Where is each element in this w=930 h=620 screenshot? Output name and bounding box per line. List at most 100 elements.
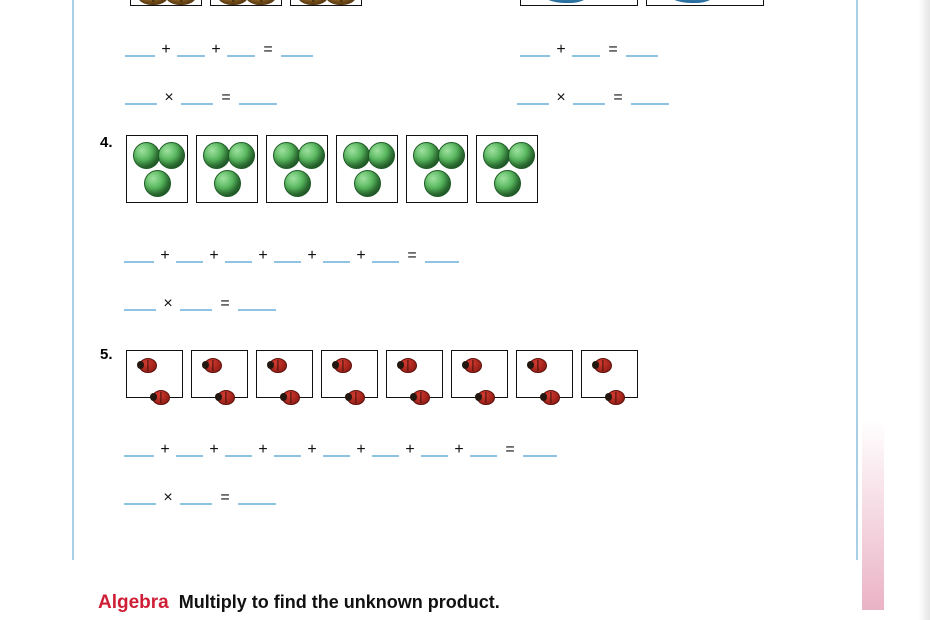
group-box xyxy=(196,135,258,203)
times-sign: × xyxy=(163,295,173,312)
plus-sign: + xyxy=(405,441,415,458)
addend-blank[interactable] xyxy=(421,440,448,457)
factor-blank[interactable] xyxy=(573,88,605,105)
equals-sign: = xyxy=(407,247,417,264)
beetle-icon xyxy=(217,0,249,5)
plus-sign: + xyxy=(307,441,317,458)
addend-blank[interactable] xyxy=(520,40,550,57)
sum-blank[interactable] xyxy=(425,246,459,263)
equals-sign: = xyxy=(221,89,231,106)
factor-blank[interactable] xyxy=(180,488,212,505)
green-ball-icon xyxy=(508,142,535,169)
group-box xyxy=(406,135,468,203)
plus-sign: + xyxy=(556,41,566,58)
group-box xyxy=(126,135,188,203)
plus-sign: + xyxy=(160,441,170,458)
problem-3-right-groups xyxy=(520,0,772,6)
addend-blank[interactable] xyxy=(323,246,350,263)
ladybug-icon xyxy=(280,390,300,405)
group-box xyxy=(581,350,638,405)
problem-2-addition-row: + + = xyxy=(125,40,313,58)
addend-blank[interactable] xyxy=(372,440,399,457)
addend-blank[interactable] xyxy=(274,440,301,457)
problem-4-multiplication-row: × = xyxy=(124,294,276,312)
problem-2-multiplication-row: × = xyxy=(125,88,277,106)
algebra-label: Algebra xyxy=(98,592,169,613)
factor-blank[interactable] xyxy=(125,88,157,105)
plus-sign: + xyxy=(356,441,366,458)
times-sign: × xyxy=(164,89,174,106)
ladybug-icon xyxy=(605,390,625,405)
ladybug-icon xyxy=(332,358,352,373)
green-ball-icon xyxy=(203,142,230,169)
factor-blank[interactable] xyxy=(517,88,549,105)
green-ball-icon xyxy=(133,142,160,169)
addend-blank[interactable] xyxy=(572,40,600,57)
addend-blank[interactable] xyxy=(470,440,497,457)
problem-4-groups xyxy=(126,135,546,203)
green-ball-icon xyxy=(438,142,465,169)
ladybug-icon xyxy=(345,390,365,405)
group-box xyxy=(520,0,638,6)
plus-sign: + xyxy=(307,247,317,264)
sum-blank[interactable] xyxy=(523,440,557,457)
green-ball-icon xyxy=(483,142,510,169)
sum-blank[interactable] xyxy=(626,40,658,57)
addend-blank[interactable] xyxy=(225,246,252,263)
plus-sign: + xyxy=(161,41,171,58)
ladybug-icon xyxy=(540,390,560,405)
addend-blank[interactable] xyxy=(176,440,203,457)
addend-blank[interactable] xyxy=(124,440,154,457)
ladybug-icon xyxy=(592,358,612,373)
equals-sign: = xyxy=(613,89,623,106)
factor-blank[interactable] xyxy=(124,488,156,505)
group-box xyxy=(210,0,282,6)
equals-sign: = xyxy=(608,41,618,58)
page-bottom-area xyxy=(0,560,930,620)
plus-sign: + xyxy=(211,41,221,58)
problem-5: 5. xyxy=(0,340,930,520)
addend-blank[interactable] xyxy=(124,246,154,263)
green-ball-icon xyxy=(354,170,381,197)
factor-blank[interactable] xyxy=(180,294,212,311)
beetle-icon xyxy=(325,0,357,5)
problem-number: 4. xyxy=(100,134,113,151)
problem-3-addition-row: + = xyxy=(520,40,658,58)
green-ball-icon xyxy=(413,142,440,169)
product-blank[interactable] xyxy=(631,88,669,105)
addend-blank[interactable] xyxy=(323,440,350,457)
product-blank[interactable] xyxy=(239,88,277,105)
ladybug-icon xyxy=(215,390,235,405)
addend-blank[interactable] xyxy=(177,40,205,57)
sum-blank[interactable] xyxy=(281,40,313,57)
group-box xyxy=(256,350,313,405)
problem-5-addition-row: + + + + + + + = xyxy=(124,440,557,458)
addend-blank[interactable] xyxy=(227,40,255,57)
product-blank[interactable] xyxy=(238,294,276,311)
group-box xyxy=(191,350,248,405)
addend-blank[interactable] xyxy=(176,246,203,263)
page-left-margin-rule xyxy=(72,0,74,560)
addend-blank[interactable] xyxy=(125,40,155,57)
factor-blank[interactable] xyxy=(181,88,213,105)
addend-blank[interactable] xyxy=(274,246,301,263)
ladybug-icon xyxy=(202,358,222,373)
factor-blank[interactable] xyxy=(124,294,156,311)
green-ball-icon xyxy=(228,142,255,169)
group-box xyxy=(321,350,378,405)
times-sign: × xyxy=(556,89,566,106)
ladybug-icon xyxy=(527,358,547,373)
problem-4: 4. xyxy=(0,128,930,318)
problem-5-groups xyxy=(126,350,646,405)
addend-blank[interactable] xyxy=(372,246,399,263)
problem-2-left-groups xyxy=(130,0,370,6)
problem-number: 5. xyxy=(100,346,113,363)
page-edge-tint xyxy=(862,420,884,610)
addend-blank[interactable] xyxy=(225,440,252,457)
green-ball-icon xyxy=(214,170,241,197)
plus-sign: + xyxy=(454,441,464,458)
times-sign: × xyxy=(163,489,173,506)
group-box xyxy=(126,350,183,405)
green-ball-icon xyxy=(343,142,370,169)
product-blank[interactable] xyxy=(238,488,276,505)
